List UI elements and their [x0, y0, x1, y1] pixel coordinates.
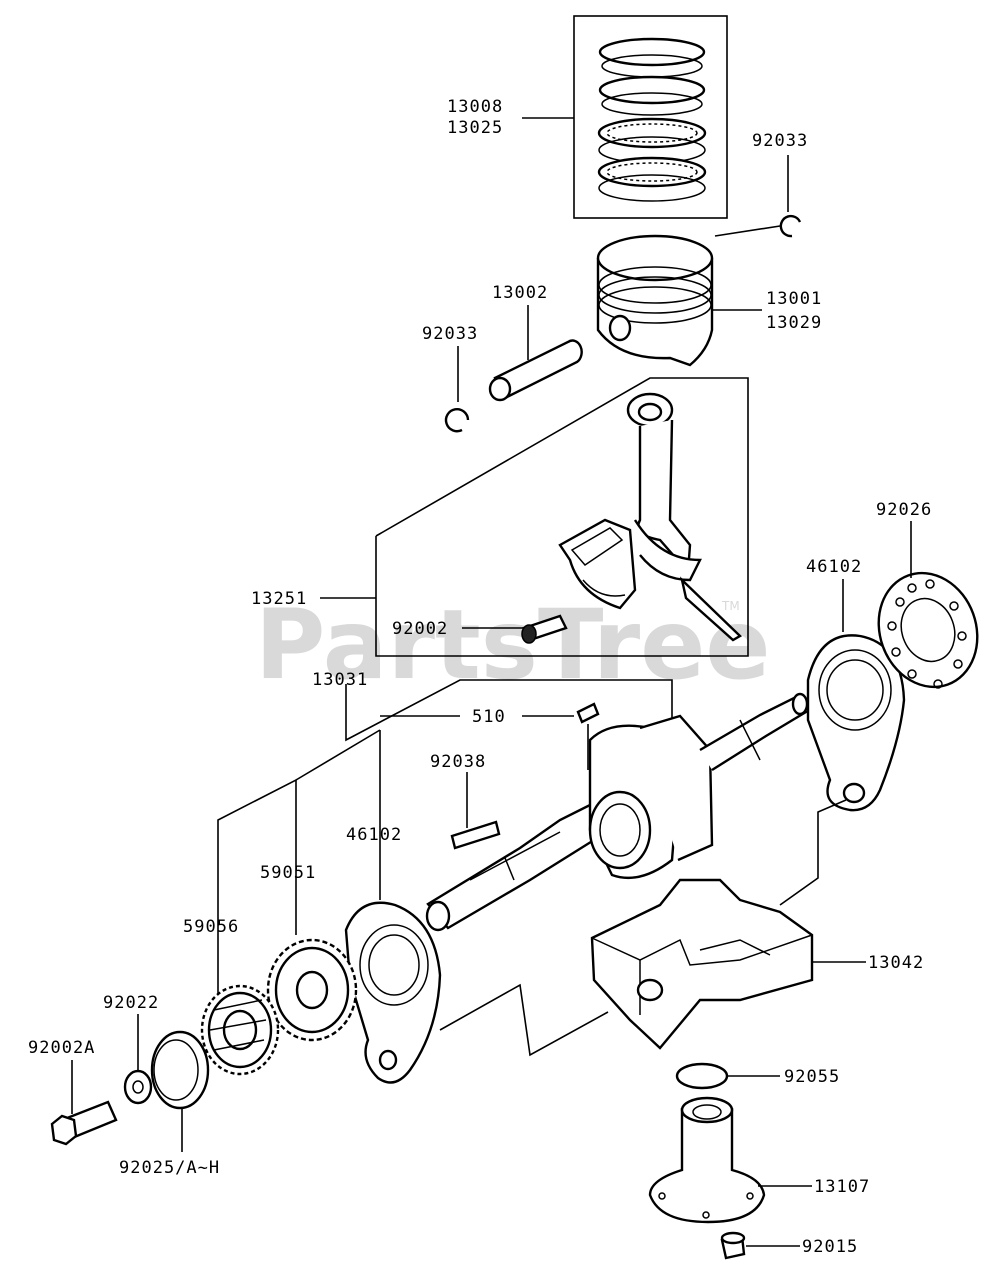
- connecting-rod-cap[interactable]: [558, 518, 637, 610]
- gear-59051[interactable]: [266, 938, 358, 1042]
- piston-pin[interactable]: [488, 339, 583, 402]
- label-59056[interactable]: 59056: [183, 917, 239, 937]
- label-13025[interactable]: 13025: [447, 118, 503, 138]
- label-13251[interactable]: 13251: [251, 589, 307, 609]
- label-46102-right[interactable]: 46102: [806, 557, 862, 577]
- label-92015[interactable]: 92015: [802, 1237, 858, 1257]
- bearing-plate-right[interactable]: [806, 634, 906, 812]
- label-92025[interactable]: 92025/A~H: [119, 1158, 220, 1178]
- piston[interactable]: [596, 234, 714, 367]
- conrod-bolt[interactable]: [521, 614, 568, 644]
- balancer-13042[interactable]: [590, 878, 814, 1050]
- circlip-left[interactable]: [444, 408, 470, 433]
- label-92038[interactable]: 92038: [430, 752, 486, 772]
- piston-rings-box: [573, 15, 728, 219]
- plug-92015[interactable]: [720, 1231, 746, 1260]
- piston-rings[interactable]: [573, 15, 728, 219]
- label-13001[interactable]: 13001: [766, 289, 822, 309]
- woodruff-key[interactable]: [576, 702, 600, 724]
- shaft-13107[interactable]: [648, 1096, 766, 1224]
- label-13002[interactable]: 13002: [492, 283, 548, 303]
- label-92033-top[interactable]: 92033: [752, 131, 808, 151]
- watermark-text: PartsTree: [255, 589, 770, 701]
- label-92022[interactable]: 92022: [103, 993, 159, 1013]
- o-ring-92055[interactable]: [675, 1062, 729, 1090]
- label-13029[interactable]: 13029: [766, 313, 822, 333]
- label-92002[interactable]: 92002: [392, 619, 448, 639]
- key-92038[interactable]: [450, 820, 501, 850]
- label-13031[interactable]: 13031: [312, 670, 368, 690]
- conrod-box: [375, 377, 749, 657]
- label-510[interactable]: 510: [472, 707, 506, 727]
- label-13042[interactable]: 13042: [868, 953, 924, 973]
- label-13107[interactable]: 13107: [814, 1177, 870, 1197]
- washer-92022[interactable]: [123, 1069, 153, 1105]
- label-92026[interactable]: 92026: [876, 500, 932, 520]
- bolt-92002A[interactable]: [50, 1100, 118, 1146]
- washer-92025[interactable]: [150, 1030, 210, 1110]
- label-92033-left[interactable]: 92033: [422, 324, 478, 344]
- label-59051[interactable]: 59051: [260, 863, 316, 883]
- crankshaft[interactable]: [425, 692, 809, 932]
- watermark-trademark: TM: [721, 599, 740, 613]
- bearing-plate-left[interactable]: [344, 901, 442, 1084]
- label-92002A[interactable]: 92002A: [28, 1038, 95, 1058]
- label-13008[interactable]: 13008: [447, 97, 503, 117]
- label-46102-left[interactable]: 46102: [346, 825, 402, 845]
- connecting-rod[interactable]: [626, 392, 742, 642]
- label-92055[interactable]: 92055: [784, 1067, 840, 1087]
- washer-92026[interactable]: [863, 559, 989, 701]
- circlip-right[interactable]: [779, 214, 802, 238]
- gear-59056[interactable]: [200, 984, 280, 1076]
